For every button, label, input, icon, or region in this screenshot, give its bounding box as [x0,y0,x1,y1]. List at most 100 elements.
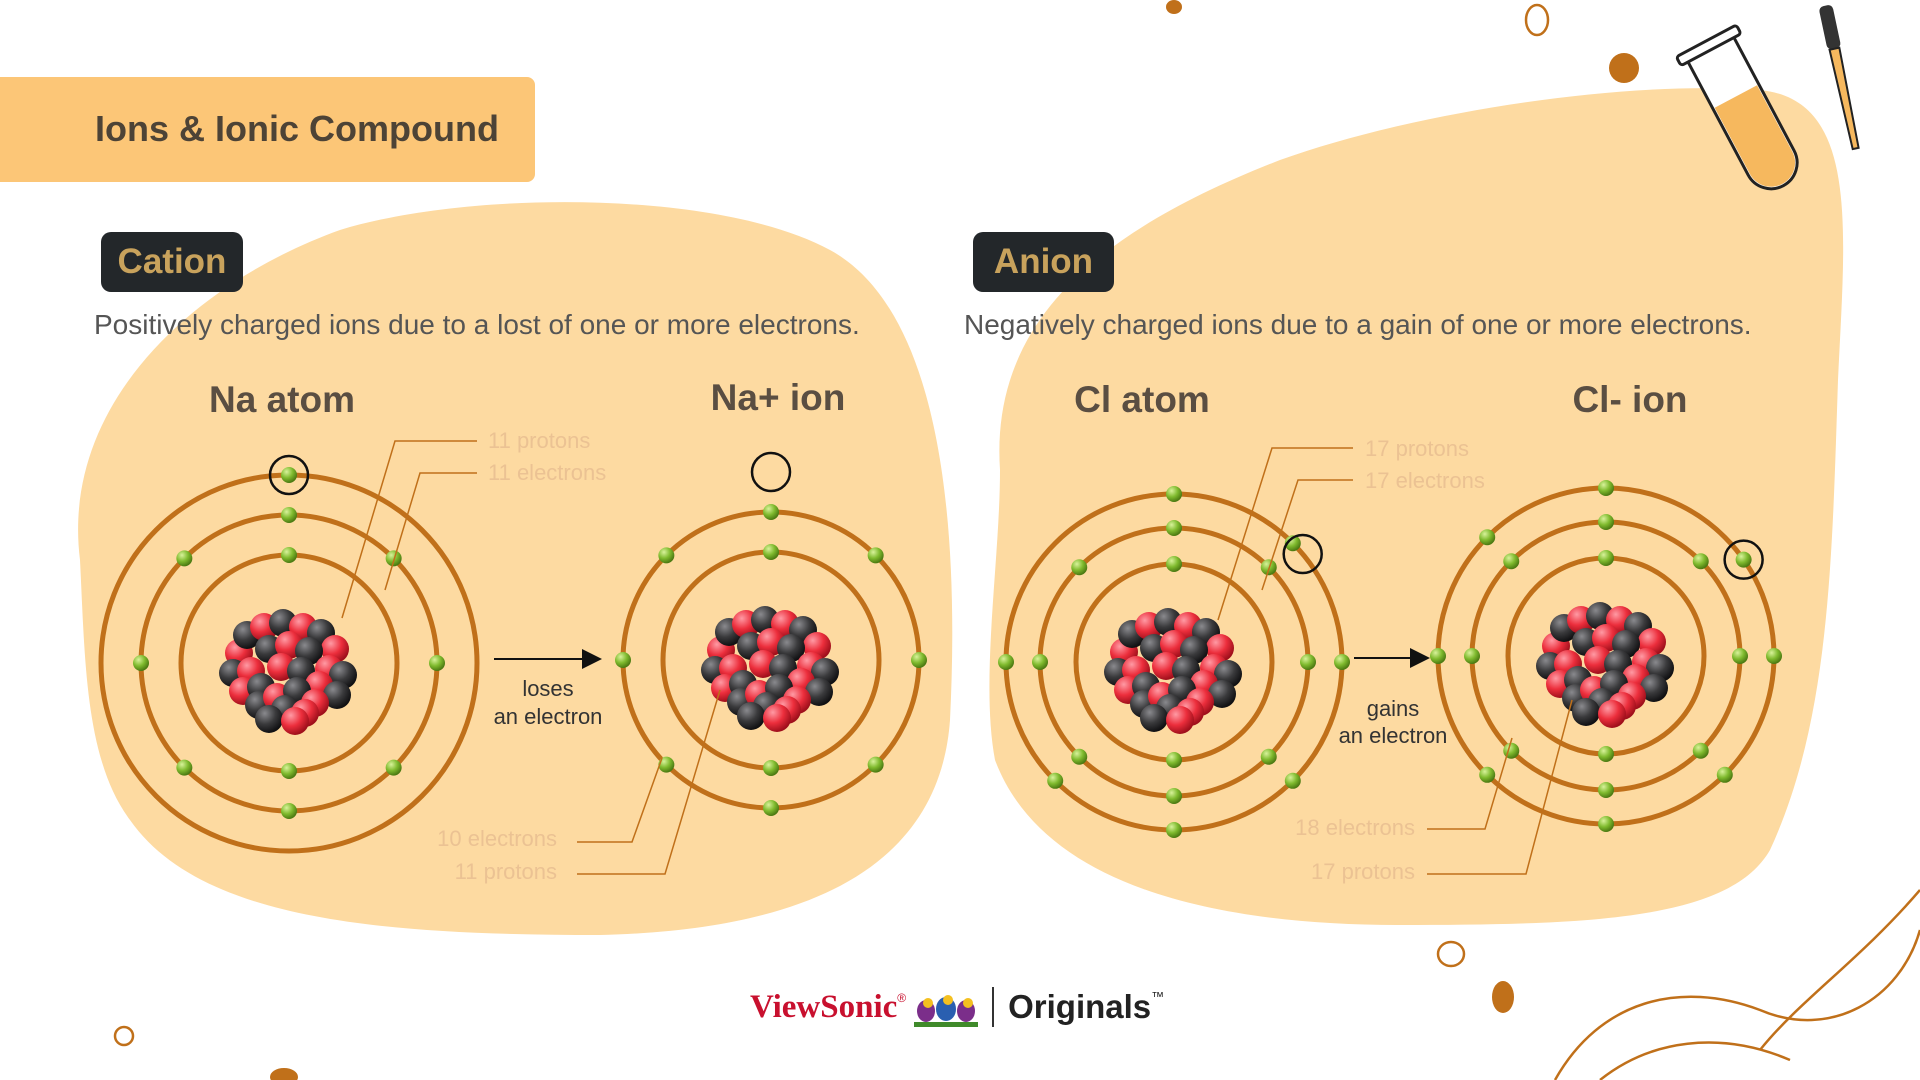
electron [658,756,675,773]
electron [1598,550,1614,566]
na-ion-electrons-label: 10 electrons [437,826,557,851]
electron [1598,782,1614,798]
cl-atom [998,486,1350,838]
originals-wordmark: Originals [1008,988,1152,1025]
deco-dot [1609,53,1639,83]
neutron [1140,704,1168,732]
electron [867,756,884,773]
deco-dot [1492,981,1514,1013]
brand-divider [992,987,995,1027]
electron [1479,766,1496,783]
cl-ion-protons-leader [1427,699,1573,875]
electron [1047,772,1064,789]
anion-arrow-label-1: gains [1367,696,1420,721]
electron [385,759,402,776]
electron [763,544,779,560]
na-ion-electrons-leader [577,757,663,843]
electron [133,655,149,671]
electron [763,800,779,816]
electron [763,760,779,776]
electron [1464,648,1480,664]
pipette-icon [1819,5,1860,151]
electron [1334,654,1350,670]
deco-dot [270,1068,298,1080]
electron [1735,551,1752,568]
na-ion-protons-leader [577,689,721,875]
na-electrons-leader [384,472,477,591]
viewsonic-birds-logo [914,995,979,1027]
electron [1284,772,1301,789]
electron [1479,529,1496,546]
electron [1430,648,1446,664]
electron [1166,788,1182,804]
deco-swirl [1553,889,1920,1080]
anion-arrow-label-2: an electron [1339,723,1448,748]
highlight-circle [1723,539,1764,580]
highlight-circle [268,454,310,496]
na-atom [98,467,480,854]
neutron [255,705,283,733]
neutron [1640,674,1668,702]
trademark-mark: ™ [1151,989,1165,1004]
electron [763,504,779,520]
empty-electron-slot [750,451,792,493]
neutron [323,681,351,709]
viewsonic-wordmark: ViewSonic [750,988,898,1025]
electron [615,652,631,668]
na-ion [615,504,927,816]
cl-electrons-leader [1261,479,1353,591]
electron [1032,654,1048,670]
electron [998,654,1014,670]
anion-blob [989,88,1844,925]
brand-footer: ViewSonic ® Originals ™ [750,985,1164,1029]
electron [1766,648,1782,664]
na-atom-title: Na atom [209,379,355,420]
cation-description: Positively charged ions due to a lost of… [94,309,860,340]
decorations [113,0,1920,1080]
cl-atom-title: Cl atom [1074,379,1210,420]
electron [1166,520,1182,536]
electron [911,652,927,668]
electron [1300,654,1316,670]
deco-ring [1524,3,1550,37]
highlight-circle [1282,533,1323,575]
electron [1284,535,1301,552]
electron [385,550,402,567]
electron [281,467,297,483]
electron [176,550,193,567]
cl-protons-label: 17 protons [1365,436,1469,461]
cl-ion-protons-label: 17 protons [1311,859,1415,884]
electron [281,507,297,523]
cl-ion-electrons-label: 18 electrons [1295,815,1415,840]
electron [1598,480,1614,496]
electron [176,759,193,776]
cl-electrons-label: 17 electrons [1365,468,1485,493]
page-title: Ions & Ionic Compound [95,108,499,149]
deco-dot [1166,0,1182,14]
electron [1732,648,1748,664]
electron [1166,486,1182,502]
neutron [1572,698,1600,726]
neutron [737,702,765,730]
electron [1692,553,1709,570]
electron [1598,816,1614,832]
cation-blob [78,202,953,936]
proton [1166,706,1194,734]
test-tube-icon [1675,24,1799,191]
electron [1166,752,1182,768]
electron [1166,556,1182,572]
na-protons-label: 11 protons [488,428,590,453]
na-ion-title: Na+ ion [711,377,846,418]
electron [281,763,297,779]
electron [1071,559,1088,576]
anion-description: Negatively charged ions due to a gain of… [964,309,1752,340]
deco-ring [113,1025,135,1047]
deco-ring [1436,940,1466,968]
electron [658,547,675,564]
proton [281,707,309,735]
electron [1166,822,1182,838]
electron [1503,742,1520,759]
cation-arrow-label-1: loses [522,676,573,701]
